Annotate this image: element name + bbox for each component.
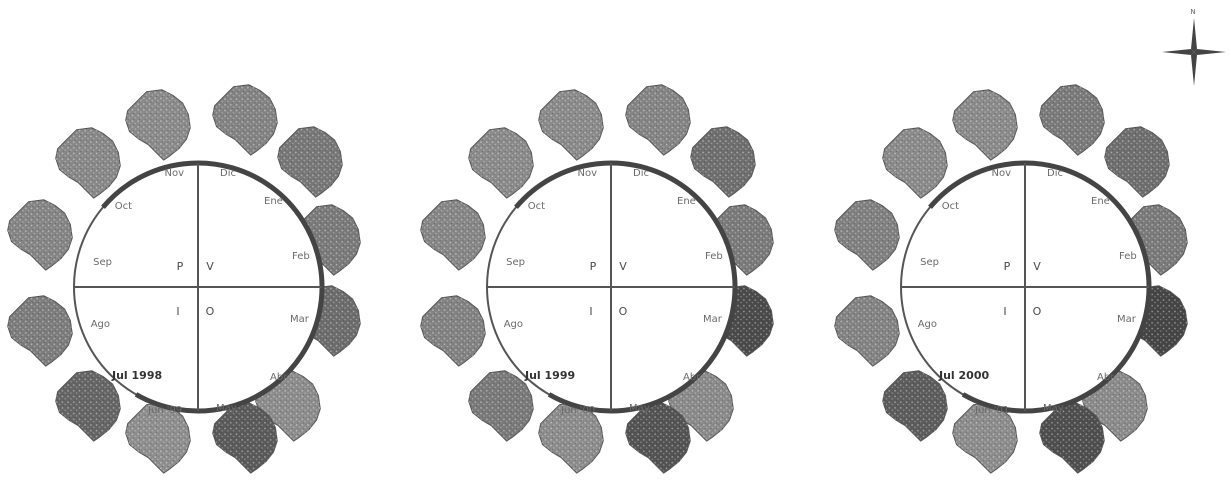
year-label: Jul 1999	[524, 369, 575, 382]
month-label-dic: Dic	[1047, 168, 1063, 179]
season-label-i: I	[589, 305, 592, 318]
month-label-mar: Mar	[703, 314, 723, 325]
season-label-o: O	[206, 305, 215, 318]
end-month-label: Jun '99	[147, 405, 182, 416]
province-map-thumbnail	[56, 371, 121, 441]
season-label-p: P	[1004, 260, 1011, 273]
province-map-thumbnail	[213, 85, 278, 155]
month-label-dic: Dic	[633, 168, 649, 179]
province-map-thumbnail	[126, 90, 191, 160]
province-map-thumbnail	[8, 296, 73, 366]
month-label-sep: Sep	[506, 257, 525, 268]
month-label-feb: Feb	[1119, 251, 1137, 262]
province-map-thumbnail	[469, 128, 534, 198]
month-label-feb: Feb	[705, 251, 723, 262]
month-label-feb: Feb	[292, 251, 310, 262]
month-label-oct: Oct	[528, 201, 545, 212]
province-map-thumbnail	[1040, 85, 1105, 155]
month-label-oct: Oct	[115, 201, 132, 212]
month-label-ago: Ago	[91, 319, 110, 330]
month-label-may: May	[216, 403, 237, 414]
province-map-thumbnail	[56, 128, 121, 198]
province-map-thumbnail	[626, 85, 691, 155]
compass-rose-icon: N	[1162, 8, 1226, 86]
province-map-thumbnail	[1105, 127, 1170, 197]
month-label-dic: Dic	[220, 168, 236, 179]
province-map-thumbnail	[421, 200, 486, 270]
month-label-ene: Ene	[264, 196, 283, 207]
month-label-ago: Ago	[504, 319, 523, 330]
season-label-o: O	[619, 305, 628, 318]
season-label-v: V	[206, 260, 214, 273]
month-label-sep: Sep	[93, 257, 112, 268]
season-label-v: V	[1033, 260, 1041, 273]
province-map-thumbnail	[883, 128, 948, 198]
month-label-abr: Abr	[683, 372, 701, 383]
month-label-ago: Ago	[918, 319, 937, 330]
compass-north-label: N	[1190, 8, 1195, 16]
year-label: Jul 2000	[938, 369, 989, 382]
month-label-nov: Nov	[164, 168, 184, 179]
province-map-thumbnail	[883, 371, 948, 441]
province-map-thumbnail	[421, 296, 486, 366]
month-label-ene: Ene	[1091, 196, 1110, 207]
year-label: Jul 1998	[111, 369, 162, 382]
month-label-abr: Abr	[1097, 372, 1115, 383]
season-label-i: I	[176, 305, 179, 318]
month-label-ene: Ene	[677, 196, 696, 207]
month-label-oct: Oct	[942, 201, 959, 212]
province-map-thumbnail	[835, 296, 900, 366]
month-label-may: May	[629, 403, 650, 414]
month-label-nov: Nov	[577, 168, 597, 179]
province-map-thumbnail	[8, 200, 73, 270]
season-label-o: O	[1033, 305, 1042, 318]
province-map-thumbnail	[691, 127, 756, 197]
season-label-v: V	[619, 260, 627, 273]
season-label-p: P	[177, 260, 184, 273]
end-month-label: Jun '00	[560, 405, 595, 416]
province-map-thumbnail	[278, 127, 343, 197]
month-label-abr: Abr	[270, 372, 288, 383]
province-map-thumbnail	[835, 200, 900, 270]
province-map-thumbnail	[953, 90, 1018, 160]
month-label-nov: Nov	[991, 168, 1011, 179]
month-label-mar: Mar	[1117, 314, 1137, 325]
season-label-i: I	[1003, 305, 1006, 318]
season-label-p: P	[590, 260, 597, 273]
month-label-sep: Sep	[920, 257, 939, 268]
month-label-mar: Mar	[290, 314, 310, 325]
month-label-may: May	[1043, 403, 1064, 414]
province-map-thumbnail	[469, 371, 534, 441]
end-month-label: Jun '01	[974, 405, 1009, 416]
province-map-thumbnail	[539, 90, 604, 160]
